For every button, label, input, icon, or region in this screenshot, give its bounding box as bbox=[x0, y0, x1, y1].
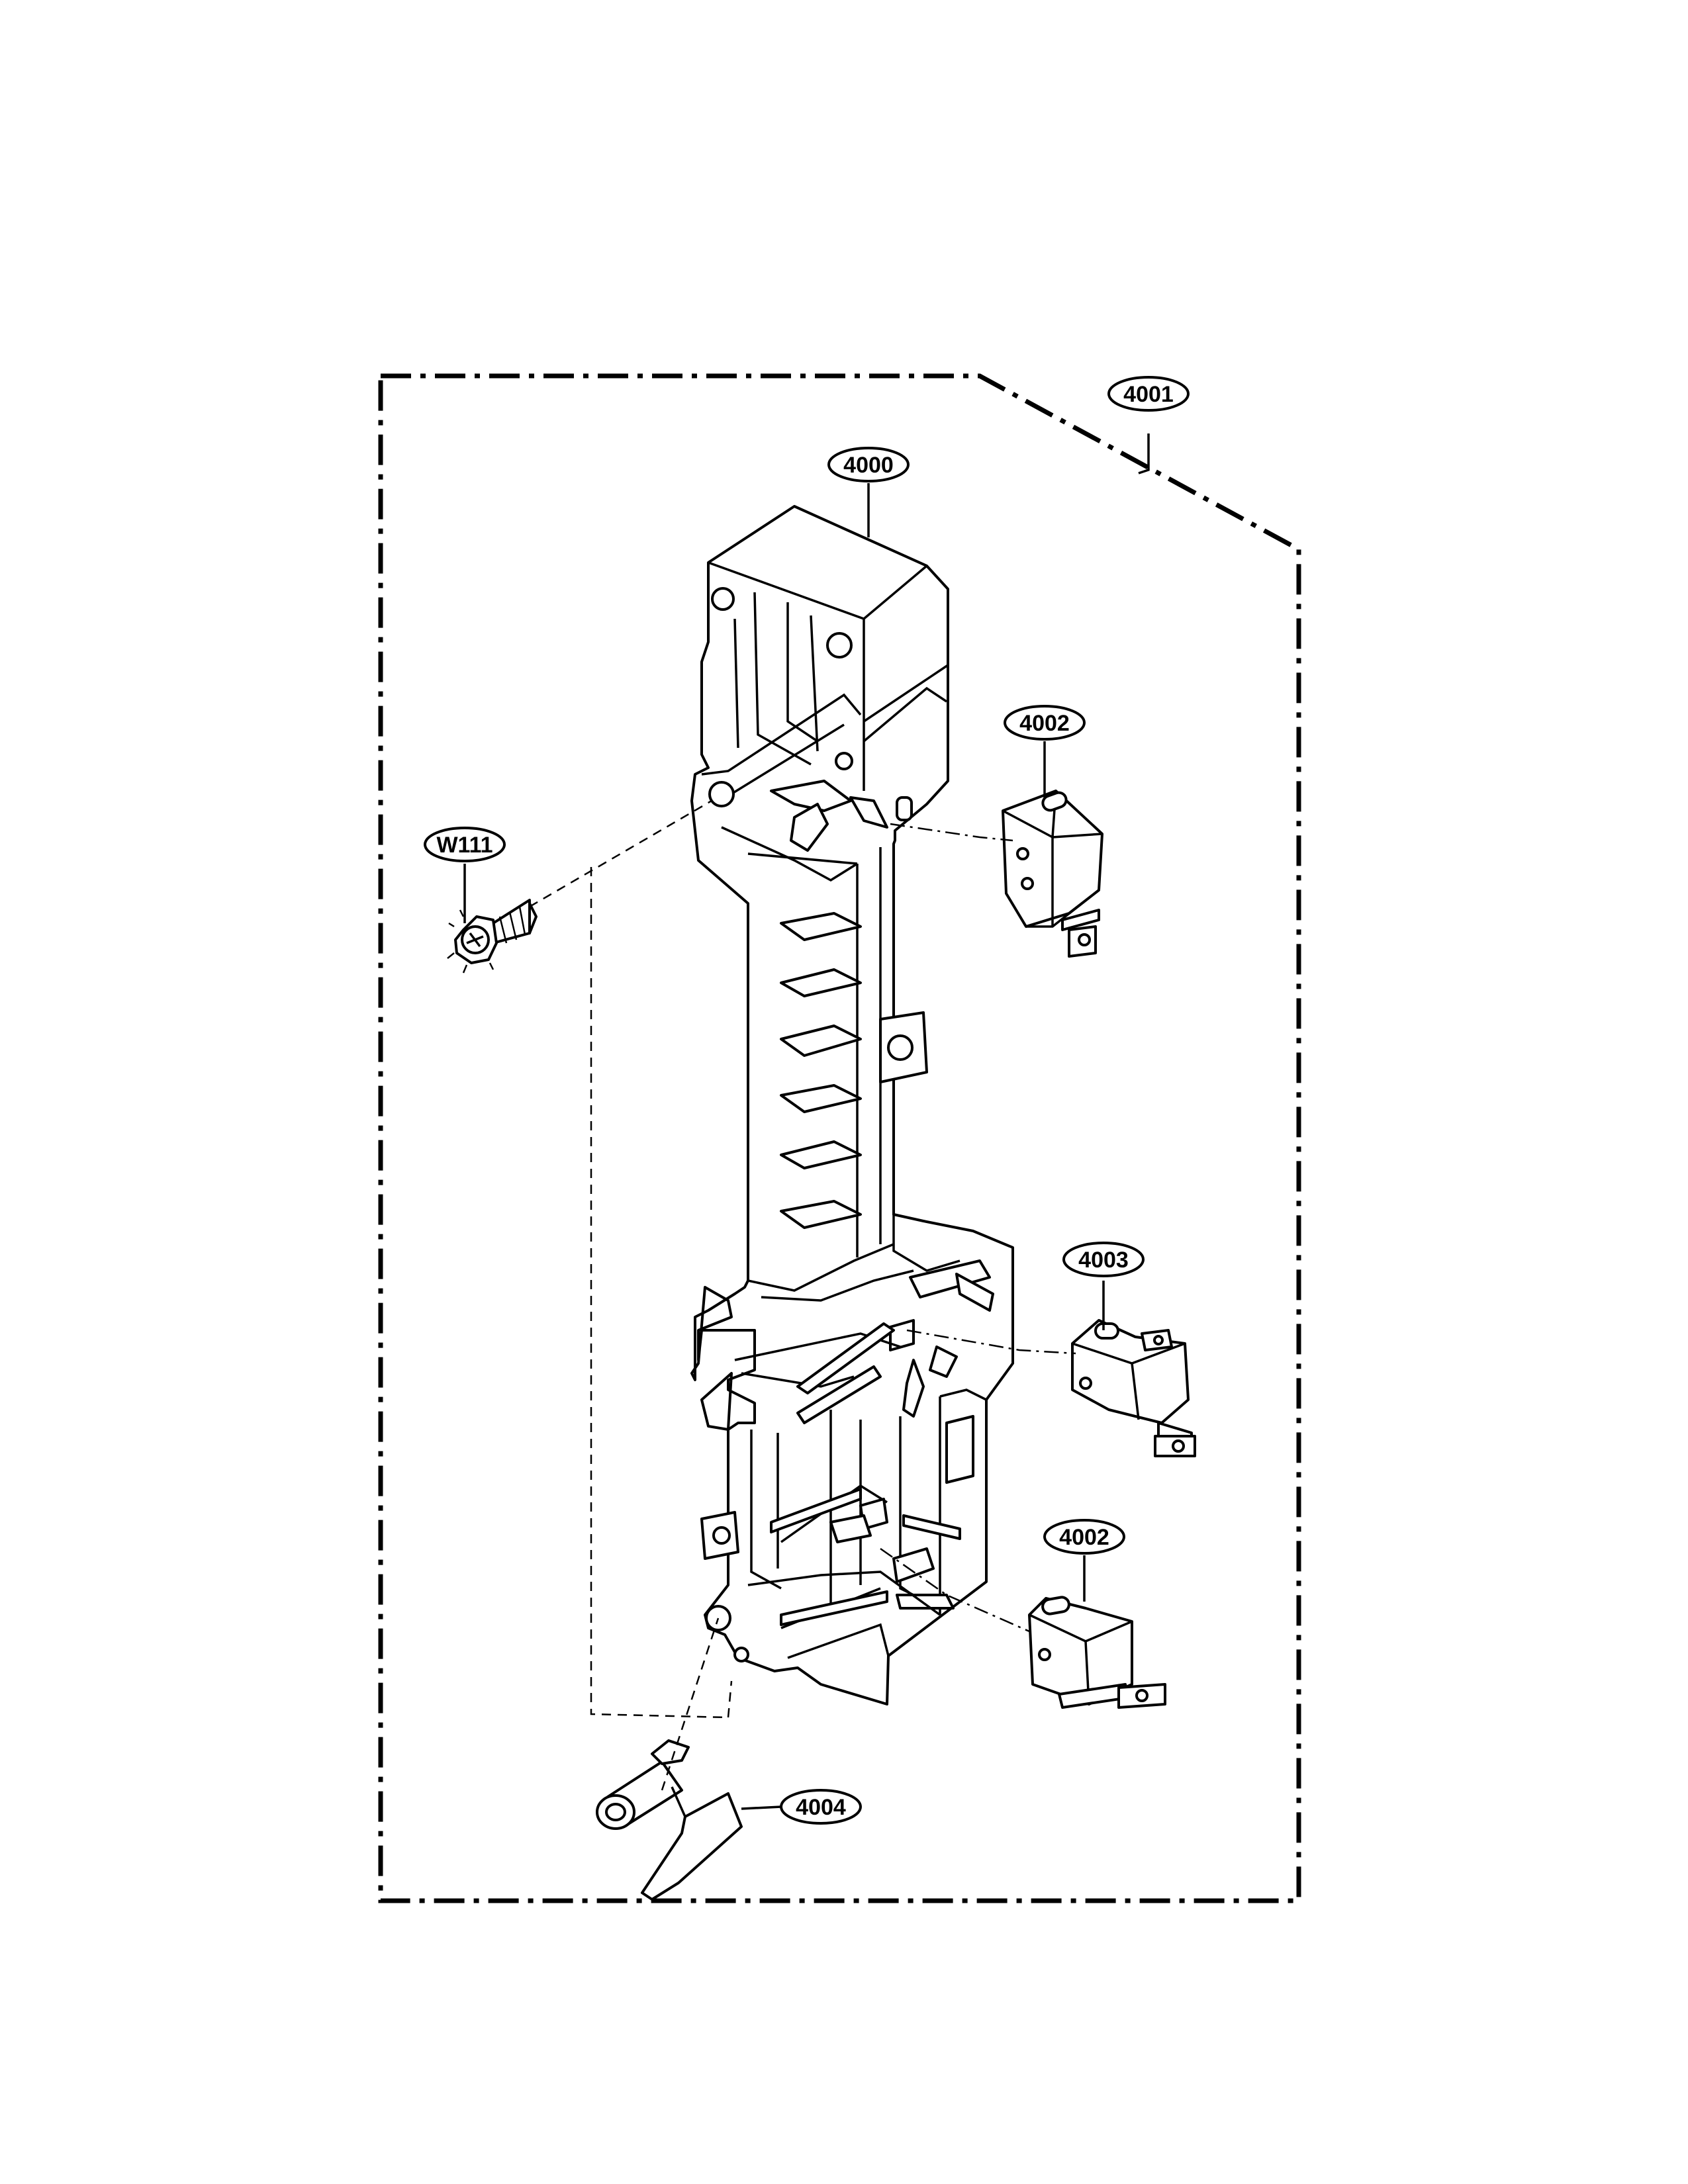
callout-label-switch-top: 4002 bbox=[1019, 711, 1070, 736]
latch-board-part bbox=[690, 505, 1014, 1706]
callout-4002-top: 4002 bbox=[1004, 705, 1086, 741]
callout-4001: 4001 bbox=[1107, 376, 1190, 412]
channel-ribs bbox=[780, 912, 862, 1229]
callout-4002-bottom: 4002 bbox=[1043, 1519, 1125, 1555]
kit-boundary bbox=[378, 373, 1301, 1903]
callout-bubble bbox=[1062, 1242, 1145, 1277]
callout-label-kit: 4001 bbox=[1123, 382, 1174, 407]
callout-label-latch-board: 4000 bbox=[843, 453, 894, 478]
callout-bubble bbox=[1043, 1519, 1125, 1555]
callout-bubble bbox=[780, 1789, 862, 1825]
callout-W111: W111 bbox=[424, 827, 506, 862]
callout-label-switch-middle: 4003 bbox=[1078, 1248, 1129, 1273]
callout-label-screw: W111 bbox=[436, 833, 492, 858]
door-switch-top bbox=[1002, 790, 1103, 958]
callout-4004: 4004 bbox=[780, 1789, 862, 1825]
callout-bubble bbox=[827, 447, 910, 482]
callout-label-switch-bottom: 4002 bbox=[1059, 1525, 1109, 1550]
callout-bubble bbox=[1004, 705, 1086, 741]
callout-label-lever: 4004 bbox=[796, 1795, 846, 1820]
door-switch-bottom bbox=[1028, 1596, 1166, 1709]
monitor-switch-middle bbox=[1071, 1319, 1196, 1457]
callout-bubble bbox=[1107, 376, 1190, 412]
callout-bubble bbox=[424, 827, 506, 862]
leader-lines bbox=[463, 433, 1150, 1810]
callout-4003: 4003 bbox=[1062, 1242, 1145, 1277]
screw-part bbox=[447, 899, 538, 974]
callout-4000: 4000 bbox=[827, 447, 910, 482]
lever-part bbox=[596, 1739, 743, 1901]
assembly-guide-lines bbox=[529, 799, 1076, 1791]
